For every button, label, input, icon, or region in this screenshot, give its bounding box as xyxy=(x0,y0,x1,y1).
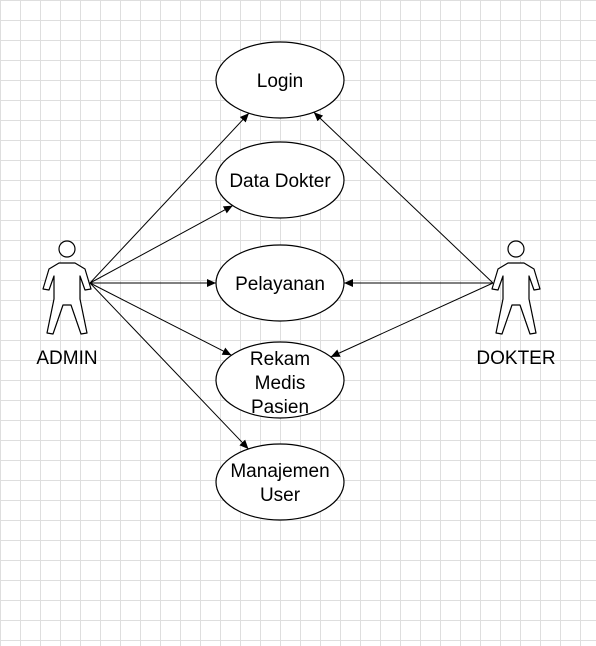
association-dokter-to-rekam-medis xyxy=(330,282,494,358)
use-case-pelayanan-label: Pelayanan xyxy=(235,274,325,295)
use-case-pelayanan-ellipse xyxy=(215,244,345,322)
use-case-manajemen-user-line-1: Manajemen xyxy=(230,461,329,482)
use-case-login-label: Login xyxy=(257,71,304,92)
actor-admin-label: ADMIN xyxy=(36,348,97,369)
actor-admin[interactable]: ADMIN xyxy=(36,240,98,369)
use-case-rekam-medis-ellipse xyxy=(215,341,345,419)
association-admin-to-manajemen-user xyxy=(89,282,249,450)
use-case-data-dokter[interactable]: Data Dokter xyxy=(215,141,345,219)
use-case-data-dokter-ellipse xyxy=(215,141,345,219)
use-case-rekam-medis-line-2: Medis xyxy=(255,373,306,394)
use-case-rekam-medis-line-3: Pasien xyxy=(251,397,309,418)
association-admin-to-rekam-medis xyxy=(89,282,232,356)
use-case-rekam-medis-line-1: Rekam xyxy=(250,349,310,370)
use-case-manajemen-user-line-2: User xyxy=(260,485,301,506)
use-case-rekam-medis[interactable]: Rekam Medis Pasien xyxy=(215,341,345,419)
association-admin-to-data-dokter xyxy=(89,205,233,284)
use-case-pelayanan[interactable]: Pelayanan xyxy=(215,244,345,322)
actor-dokter[interactable]: DOKTER xyxy=(476,240,556,369)
use-case-login-ellipse xyxy=(215,41,345,119)
actor-dokter-label: DOKTER xyxy=(476,348,555,369)
association-dokter-to-login xyxy=(313,111,494,284)
use-case-manajemen-user-ellipse xyxy=(215,443,345,521)
stick-figure-icon xyxy=(42,240,92,335)
stick-figure-icon xyxy=(491,240,541,335)
association-lines xyxy=(89,111,494,450)
use-case-login[interactable]: Login xyxy=(215,41,345,119)
use-case-manajemen-user[interactable]: Manajemen User xyxy=(215,443,345,521)
association-admin-to-login xyxy=(89,112,250,284)
use-case-data-dokter-label: Data Dokter xyxy=(229,171,331,192)
